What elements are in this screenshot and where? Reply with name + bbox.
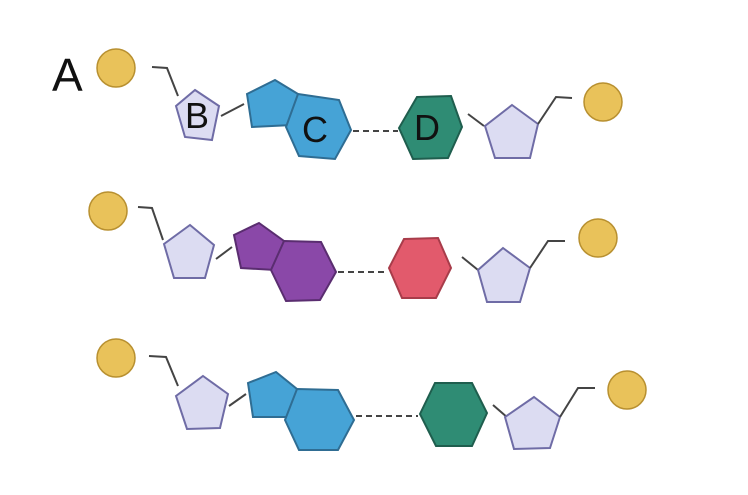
glycosidic-bond-left-1: [220, 103, 245, 117]
label-c: C: [302, 109, 328, 150]
strand-row-2: [88, 191, 618, 303]
sugar-left-3: [174, 374, 230, 431]
phosphate-right-2: [578, 218, 618, 258]
sugar-right-2: [476, 246, 532, 303]
backbone-bond-left-1: [151, 66, 179, 97]
sugar-right-3: [503, 395, 562, 451]
backbone-bond-left-2: [137, 206, 164, 241]
phosphate-left-2: [88, 191, 128, 231]
purine-hexagon-left-2: [269, 239, 338, 303]
phosphate-left-3: [96, 338, 136, 378]
backbone-bond-left-3: [148, 355, 179, 387]
label-d: D: [414, 107, 440, 148]
sugar-right-1: [483, 103, 540, 159]
glycosidic-bond-left-2: [215, 246, 233, 260]
pyrimidine-right-2: [387, 236, 453, 299]
pyrimidine-right-3: [418, 382, 489, 447]
pyrimidine-right-1: [397, 94, 464, 161]
glycosidic-bond-right-1: [467, 113, 485, 127]
purine-hexagon-left-1: [284, 92, 353, 161]
purine-hexagon-left-3: [283, 387, 356, 451]
strand-row-3: [96, 338, 647, 451]
label-a: A: [52, 49, 83, 101]
strand-row-1: A B C D: [52, 48, 623, 161]
phosphate-right-3: [607, 370, 647, 410]
backbone-bond-right-3: [559, 387, 595, 418]
phosphate-left-1: [96, 48, 136, 88]
backbone-bond-right-2: [529, 240, 565, 269]
glycosidic-bond-left-3: [228, 393, 247, 407]
sugar-left-2: [162, 223, 216, 279]
backbone-bond-right-1: [537, 95, 573, 125]
glycosidic-bond-right-2: [461, 256, 479, 271]
phosphate-right-1: [583, 82, 623, 122]
sugar-left-1: [174, 88, 221, 142]
label-b: B: [185, 95, 209, 136]
